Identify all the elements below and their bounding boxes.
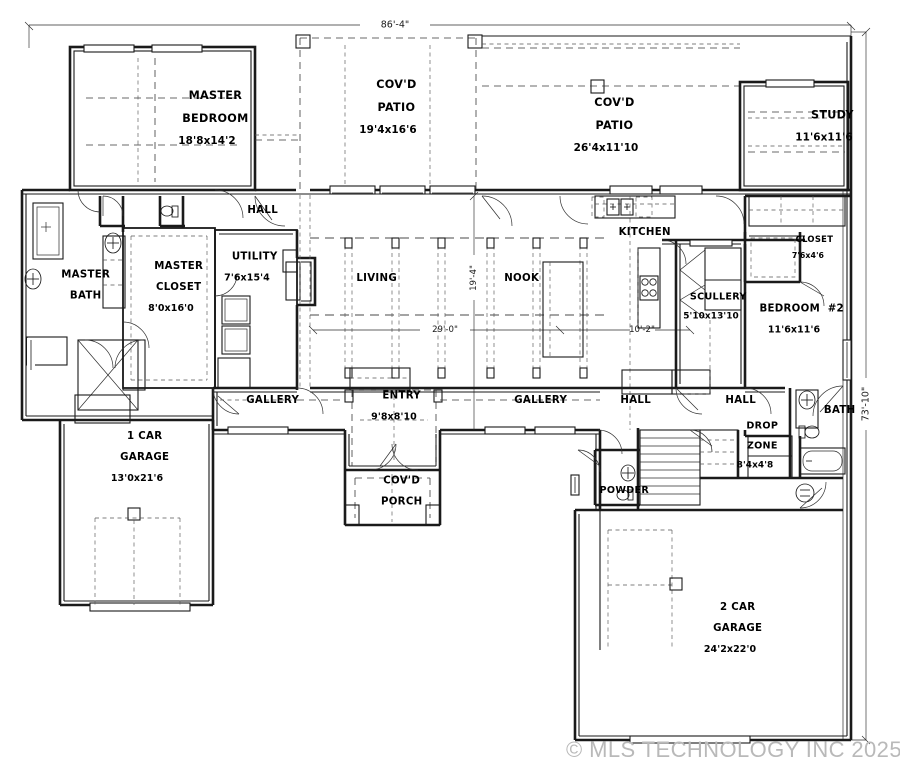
fireplace xyxy=(285,230,317,390)
study-walls xyxy=(738,79,850,192)
exterior-windows xyxy=(89,185,751,744)
garage-1car xyxy=(74,394,181,605)
utility-walls xyxy=(214,229,298,389)
door-swings xyxy=(84,195,772,455)
covd-porch xyxy=(343,470,442,527)
gallery-band-walls xyxy=(211,367,785,430)
stairs xyxy=(636,428,739,510)
bedroom2-walls xyxy=(743,194,852,381)
bath-fixtures xyxy=(788,385,846,509)
kitchen-fixtures xyxy=(542,195,676,430)
powder-room xyxy=(570,448,640,507)
hall-master-walls xyxy=(77,189,244,232)
ceiling-soffits xyxy=(220,195,600,401)
overall-dimension-lines xyxy=(24,21,871,745)
scullery-walls xyxy=(621,238,747,395)
garage-2car xyxy=(599,510,683,650)
covd-patio-right xyxy=(482,35,851,94)
living-ceiling-beams xyxy=(310,237,610,379)
drop-zone xyxy=(736,430,800,480)
covd-patio-left xyxy=(255,34,483,190)
master-bath-fixtures xyxy=(24,202,139,411)
entry-area xyxy=(344,389,443,471)
master-bedroom-walls xyxy=(68,44,257,192)
interior-dimension-lines xyxy=(308,191,695,430)
master-closet-walls xyxy=(122,227,216,391)
